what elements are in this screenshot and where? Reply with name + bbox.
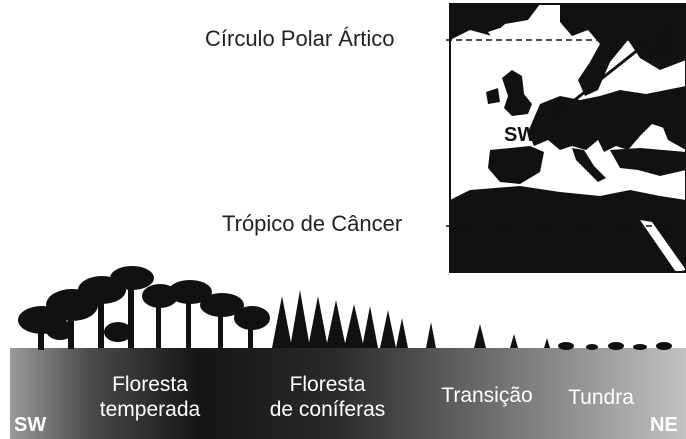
arctic-circle-label: Círculo Polar Ártico (205, 26, 395, 51)
zone-tundra-label: Tundra (568, 386, 634, 409)
zone-temperate-line1: Floresta (112, 373, 188, 396)
zone-transition: Transição (424, 383, 550, 408)
gradient-band (10, 348, 686, 439)
map-landmasses (450, 4, 686, 272)
zone-coniferous-forest: Floresta de coníferas (250, 372, 405, 422)
sw-ne-arrow (551, 24, 669, 120)
zone-temperate-line2: temperada (99, 398, 201, 421)
band-ne-label: NE (650, 414, 678, 436)
zone-coniferous-line1: Floresta (289, 373, 366, 396)
zone-temperate-forest: Floresta temperada (80, 372, 220, 422)
map-sw-label: SW (504, 124, 537, 146)
tropic-cancer-label: Trópico de Câncer (222, 211, 403, 236)
band-sw-label: SW (14, 414, 47, 436)
zone-coniferous-line2: de coníferas (269, 398, 386, 421)
vegetation-silhouettes (18, 266, 672, 350)
zone-transition-label: Transição (441, 384, 533, 407)
zone-tundra: Tundra (566, 385, 636, 410)
map-ne-label: NE (648, 42, 676, 64)
